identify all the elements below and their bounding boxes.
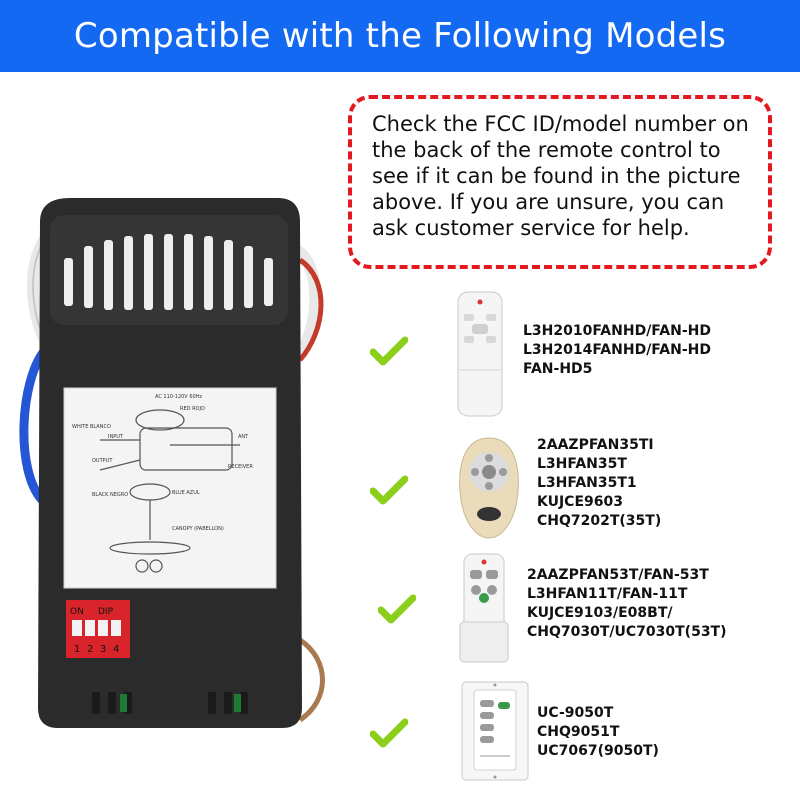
check-icon (370, 718, 408, 748)
notice-box: Check the FCC ID/model number on the bac… (348, 95, 772, 269)
remote-image-4 (461, 681, 529, 781)
diagram-top-label: AC 110-120V 60Hz (155, 394, 202, 400)
diagram-label-white: WHITE BLANCO (72, 424, 111, 430)
check-icon (370, 475, 408, 505)
dip-on-label: ON (70, 607, 84, 617)
dip-number-2: 2 (87, 644, 93, 655)
remote-image-2 (459, 437, 519, 539)
model-name: CHQ9051T (537, 724, 620, 740)
diagram-label-red: RED ROJO (180, 406, 205, 412)
diagram-label-canopy: CANOPY (PABELLON) (172, 526, 224, 532)
diagram-label-receiver: RECEIVER (228, 464, 253, 470)
model-name: 2AAZPFAN53T/FAN-53T (527, 567, 709, 583)
model-list-4: UC-9050T CHQ9051T UC7067(9050T) (537, 704, 659, 761)
dip-number-1: 1 (74, 644, 80, 655)
model-list-1: L3H2010FANHD/FAN-HD L3H2014FANHD/FAN-HD … (523, 322, 711, 379)
model-name: L3HFAN11T/FAN-11T (527, 586, 688, 602)
diagram-label-input: INPUT (108, 434, 124, 440)
diagram-label-ant: ANT (238, 434, 249, 440)
model-name: L3HFAN35T (537, 456, 627, 472)
dip-label: DIP (98, 607, 114, 617)
model-name: KUJCE9103/E08BT/ (527, 605, 673, 621)
diagram-label-output: OUTPUT (92, 458, 113, 464)
model-name: L3HFAN35T1 (537, 475, 637, 491)
model-name: CHQ7030T/UC7030T(53T) (527, 624, 727, 640)
model-name: CHQ7202T(35T) (537, 513, 662, 529)
model-name: FAN-HD5 (523, 361, 593, 377)
fan-receiver-image: AC 110-120V 60Hz WHITE BLANCO RED ROJO I… (19, 198, 325, 728)
model-name: UC-9050T (537, 705, 614, 721)
model-name: 2AAZPFAN35TI (537, 437, 654, 453)
model-list-2: 2AAZPFAN35TI L3HFAN35T L3HFAN35T1 KUJCE9… (537, 436, 661, 531)
check-icon (370, 336, 408, 366)
model-name: KUJCE9603 (537, 494, 623, 510)
model-list-3: 2AAZPFAN53T/FAN-53T L3HFAN11T/FAN-11T KU… (527, 566, 727, 642)
dip-number-4: 4 (113, 644, 119, 655)
dip-number-3: 3 (100, 644, 106, 655)
notice-text: Check the FCC ID/model number on the bac… (372, 112, 749, 240)
diagram-label-black: BLACK NEGRO (92, 492, 128, 498)
check-icon (378, 594, 416, 624)
model-name: L3H2014FANHD/FAN-HD (523, 342, 711, 358)
banner-title: Compatible with the Following Models (73, 16, 727, 56)
model-name: L3H2010FANHD/FAN-HD (523, 323, 711, 339)
header-banner: Compatible with the Following Models (0, 0, 800, 72)
remote-image-1 (457, 291, 503, 417)
diagram-label-blue: BLUE AZUL (172, 490, 200, 496)
remote-image-3 (459, 553, 509, 663)
model-name: UC7067(9050T) (537, 743, 659, 759)
